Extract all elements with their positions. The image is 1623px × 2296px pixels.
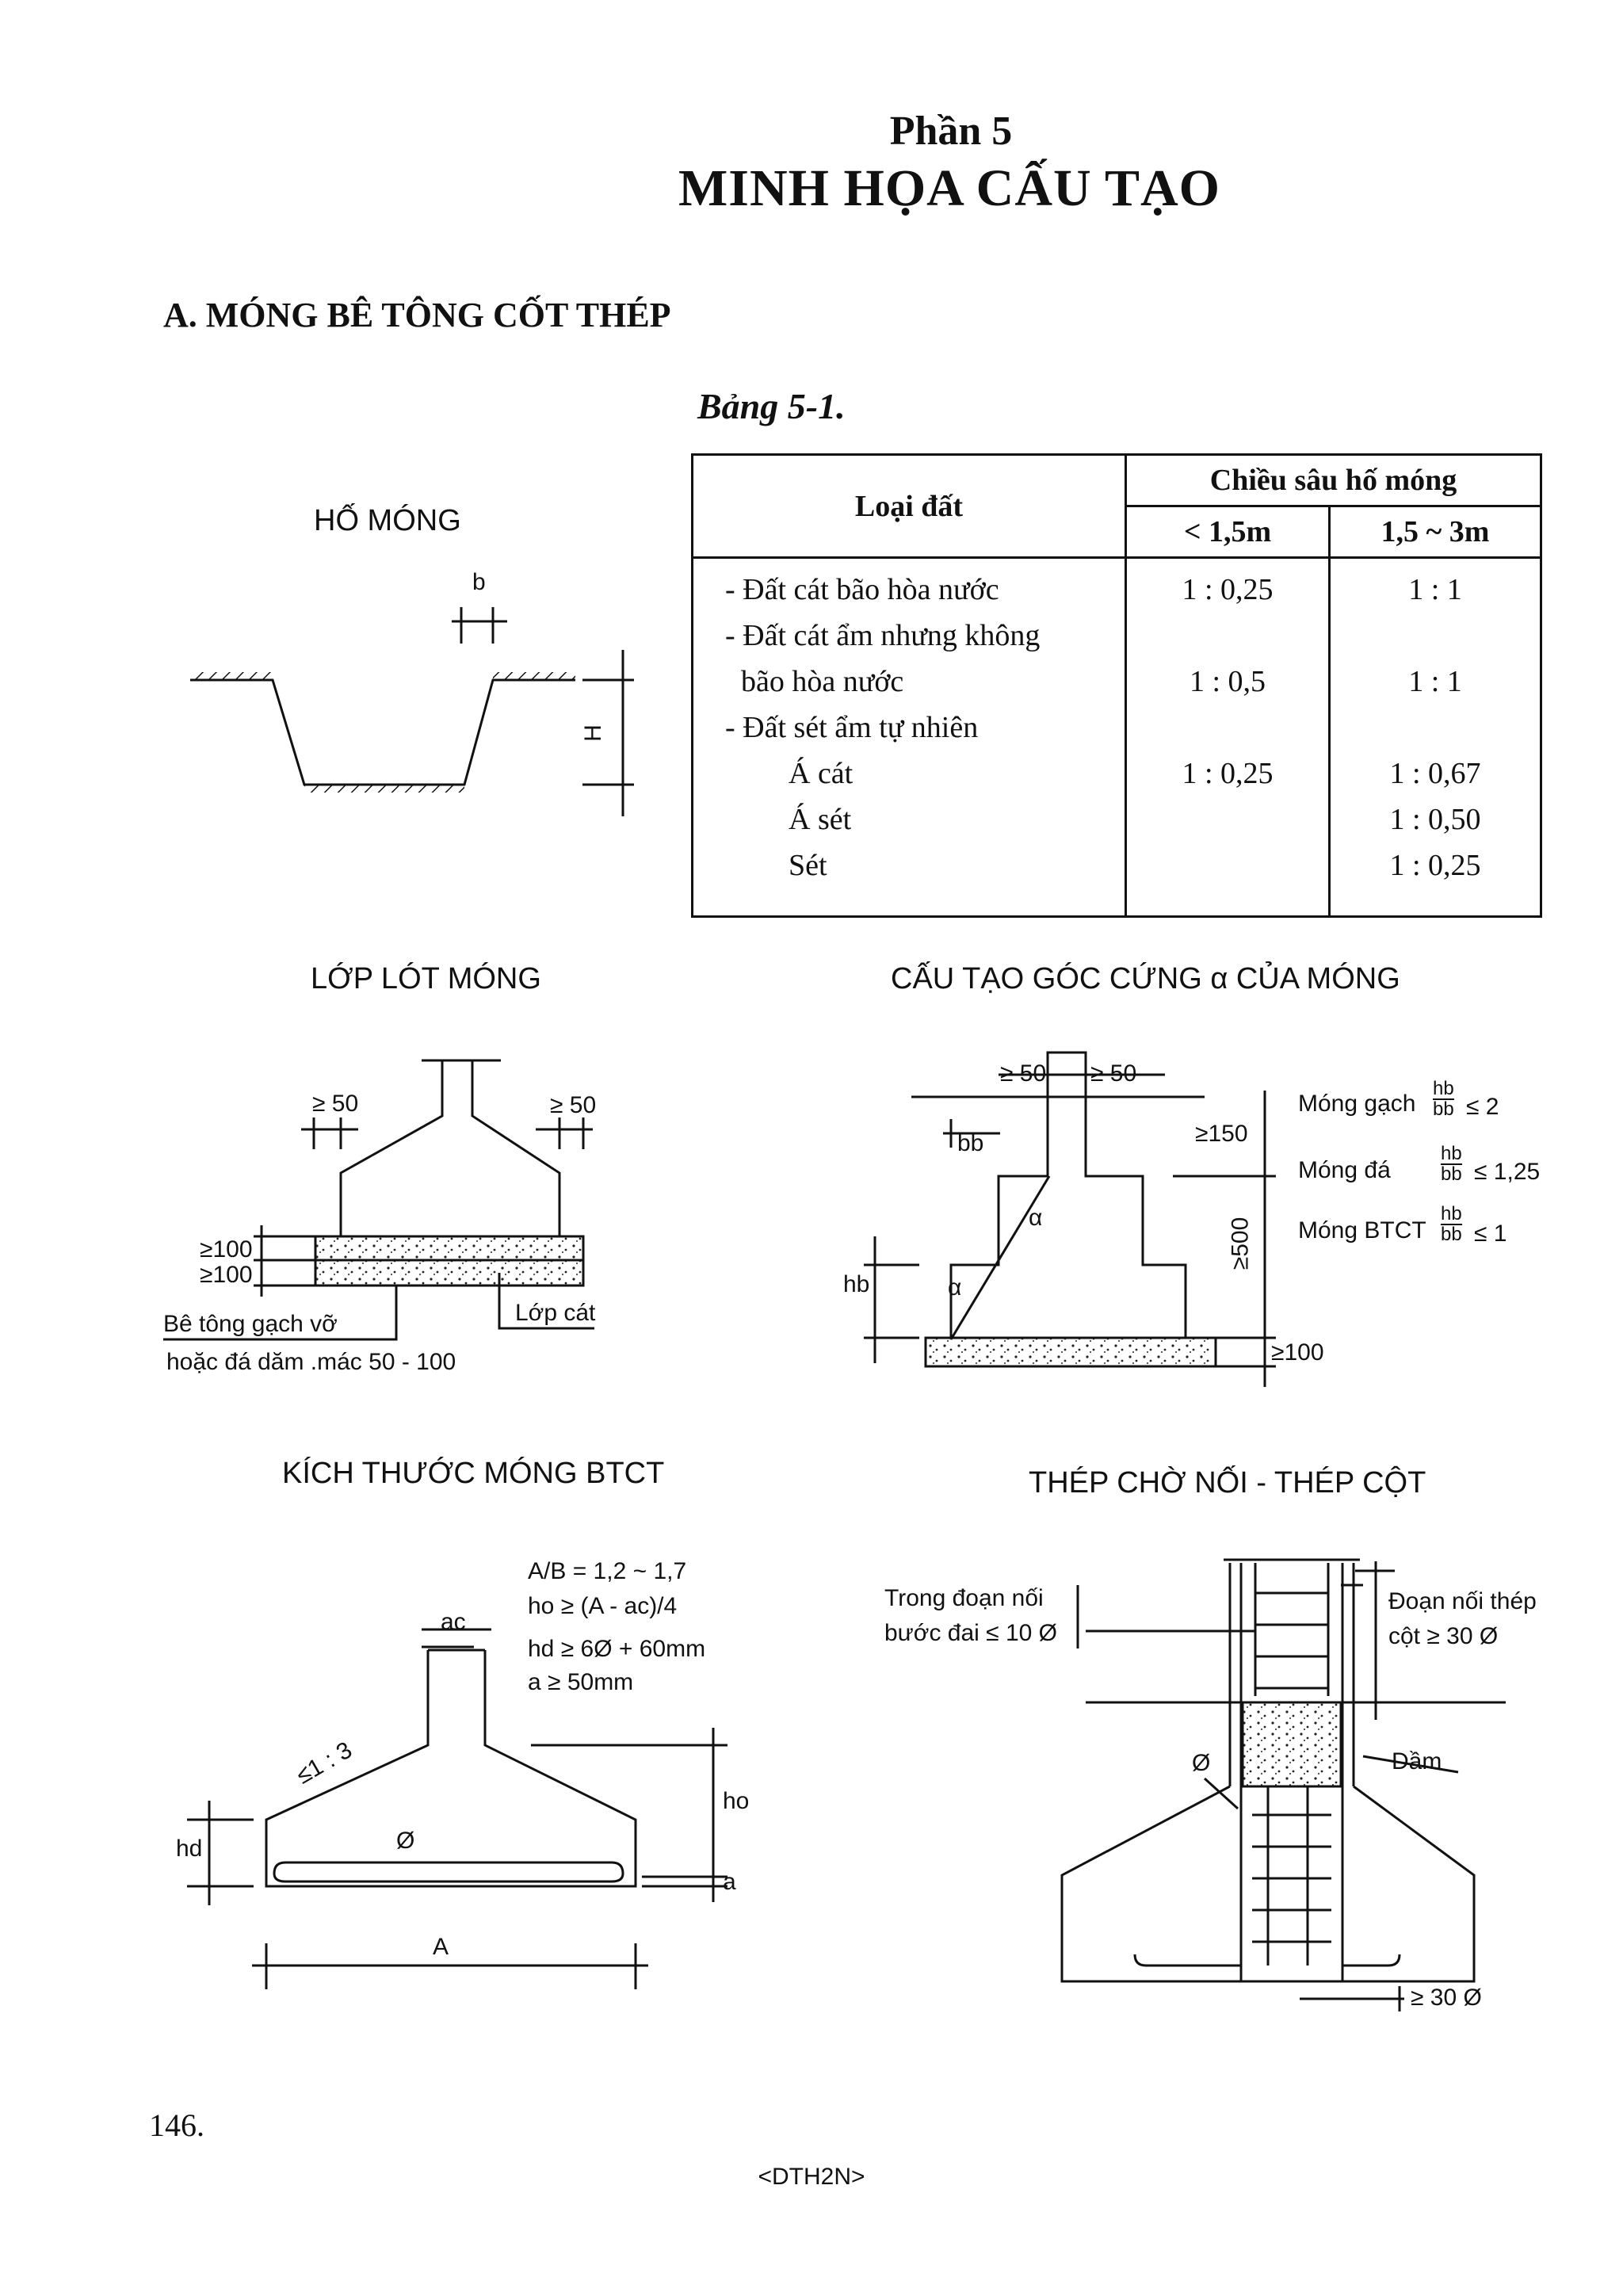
fraction-denominator: bb — [1441, 1224, 1462, 1245]
soil-line: Á cát — [789, 757, 854, 790]
kich-thuoc-ac: ac — [441, 1609, 466, 1635]
page-title: MINH HỌA CẤU TẠO — [678, 159, 1220, 217]
goc-cung-dim-100: ≥100 — [1271, 1339, 1324, 1366]
lop-lot-h2: ≥100 — [200, 1262, 253, 1288]
header-lt-1-5m: < 1,5m — [1125, 505, 1331, 559]
page-number: 146. — [149, 2107, 204, 2143]
soil-line: - Đất cát ẩm nhưng không — [725, 619, 1041, 652]
value: 1 : 0,50 — [1389, 803, 1481, 836]
goc-cung-drawing — [864, 1051, 1276, 1387]
kich-thuoc-title: KÍCH THƯỚC MÓNG BTCT — [282, 1457, 665, 1490]
lop-lot-drawing — [163, 1059, 594, 1341]
goc-cung-alpha-lower: α — [948, 1274, 962, 1301]
table-header-row: Loại đất Chiều sâu hố móng — [691, 453, 1542, 559]
beam-label: Dầm — [1392, 1748, 1442, 1775]
header-soil-type: Loại đất — [691, 453, 1127, 559]
splice-length-label-1: Đoạn nối thép — [1388, 1588, 1537, 1614]
goc-cung-dim-500: ≥500 — [1227, 1217, 1254, 1270]
lop-lot-dim-right: ≥ 50 — [550, 1092, 597, 1118]
kich-thuoc-ho: ho — [723, 1788, 750, 1814]
soil-line: - Đất sét ẩm tự nhiên — [725, 711, 979, 744]
lop-lot-dim-left: ≥ 50 — [312, 1091, 359, 1117]
lop-lot-h1: ≥100 — [200, 1236, 253, 1263]
fraction-numerator: hb — [1433, 1078, 1454, 1099]
kich-thuoc-phi: Ø — [396, 1828, 415, 1854]
header-1-5-3m: 1,5 ~ 3m — [1328, 505, 1542, 559]
kich-thuoc-drawing — [187, 1628, 727, 1989]
goc-cung-title: CẤU TẠO GÓC CỨNG α CỦA MÓNG — [891, 962, 1400, 995]
ratio-stone-label: Móng đá — [1298, 1157, 1391, 1183]
header-depth: Chiều sâu hố móng — [1125, 453, 1542, 507]
footer-code: <DTH2N> — [758, 2164, 865, 2190]
ratio-brick-label: Móng gạch — [1298, 1091, 1416, 1117]
soil-line: Sét — [789, 849, 827, 882]
section-title: A. MÓNG BÊ TÔNG CỐT THÉP — [163, 296, 671, 334]
value: 1 : 0,25 — [1182, 573, 1274, 606]
soil-line: Á sét — [789, 803, 852, 836]
fraction-denominator: bb — [1441, 1163, 1462, 1185]
table-row: - Đất cát bão hòa nước - Đất cát ẩm nhưn… — [691, 556, 1542, 918]
value: 1 : 1 — [1408, 665, 1462, 698]
ratio-brick-value: ≤ 2 — [1466, 1094, 1499, 1120]
goc-cung-alpha-upper: α — [1029, 1205, 1043, 1231]
splice-length-label-2: cột ≥ 30 Ø — [1388, 1623, 1499, 1649]
lt-values-cell: 1 : 0,25 1 : 0,5 1 : 0,25 — [1125, 556, 1331, 918]
soil-line: bão hòa nước — [741, 665, 904, 698]
soil-slope-table: Loại đất Chiều sâu hố móng < 1,5m 1,5 ~ … — [691, 453, 1542, 918]
table-subheader-row: < 1,5m 1,5 ~ 3m — [693, 505, 1542, 559]
range-values-cell: 1 : 1 1 : 1 1 : 0,67 1 : 0,50 1 : 0,25 — [1328, 556, 1542, 918]
anchorage-label: ≥ 30 Ø — [1411, 1985, 1482, 2011]
thep-cho-phi: Ø — [1192, 1750, 1211, 1776]
table-caption: Bảng 5-1. — [697, 386, 846, 426]
goc-cung-dim-2: ≥ 50 — [1090, 1060, 1137, 1087]
fraction-denominator: bb — [1433, 1098, 1454, 1120]
value: 1 : 0,25 — [1389, 849, 1481, 882]
formula-ratio: A/B = 1,2 ~ 1,7 — [528, 1558, 687, 1584]
lop-lot-title: LỚP LÓT MÓNG — [311, 962, 541, 995]
formula-ho: ho ≥ (A - ac)/4 — [528, 1593, 678, 1619]
fraction-numerator: hb — [1441, 1143, 1462, 1164]
value: 1 : 1 — [1408, 573, 1462, 606]
lop-lot-sand-label: Lớp cát — [515, 1300, 596, 1326]
kich-thuoc-a: a — [723, 1869, 736, 1895]
goc-cung-dim-150: ≥150 — [1195, 1121, 1248, 1147]
formula-hd: hd ≥ 6Ø + 60mm — [528, 1636, 706, 1662]
fraction-numerator: hb — [1441, 1203, 1462, 1224]
splice-stirrup-label-2: bước đai ≤ 10 Ø — [884, 1620, 1057, 1646]
lop-lot-concrete-label-2: hoặc đá dăm .mác 50 - 100 — [166, 1349, 456, 1375]
value: 1 : 0,67 — [1389, 757, 1481, 790]
ratio-rc-label: Móng BTCT — [1298, 1217, 1426, 1244]
ratio-stone-value: ≤ 1,25 — [1474, 1159, 1541, 1185]
ho-mong-title: HỐ MÓNG — [314, 504, 461, 537]
thep-cho-title: THÉP CHỜ NỐI - THÉP CỘT — [1029, 1466, 1426, 1499]
goc-cung-dim-1: ≥ 50 — [1000, 1060, 1047, 1087]
ho-mong-h-label: H — [579, 724, 606, 742]
kich-thuoc-A: A — [433, 1934, 449, 1960]
goc-cung-bb: bb — [957, 1130, 984, 1156]
soil-types-cell: - Đất cát bão hòa nước - Đất cát ẩm nhưn… — [691, 556, 1127, 918]
ho-mong-drawing — [190, 607, 634, 816]
soil-line: - Đất cát bão hòa nước — [725, 573, 999, 606]
formula-a: a ≥ 50mm — [528, 1669, 634, 1695]
lop-lot-concrete-label-1: Bê tông gạch vỡ — [163, 1311, 338, 1337]
value: 1 : 0,5 — [1189, 665, 1266, 698]
ho-mong-b-label: b — [472, 569, 486, 595]
kich-thuoc-hd: hd — [176, 1836, 203, 1862]
splice-stirrup-label-1: Trong đoạn nối — [884, 1585, 1044, 1611]
goc-cung-hb: hb — [843, 1271, 870, 1297]
thep-cho-drawing — [1060, 1558, 1506, 2011]
value: 1 : 0,25 — [1182, 757, 1274, 790]
part-heading: Phần 5 — [889, 109, 1013, 154]
ratio-rc-value: ≤ 1 — [1474, 1221, 1507, 1247]
